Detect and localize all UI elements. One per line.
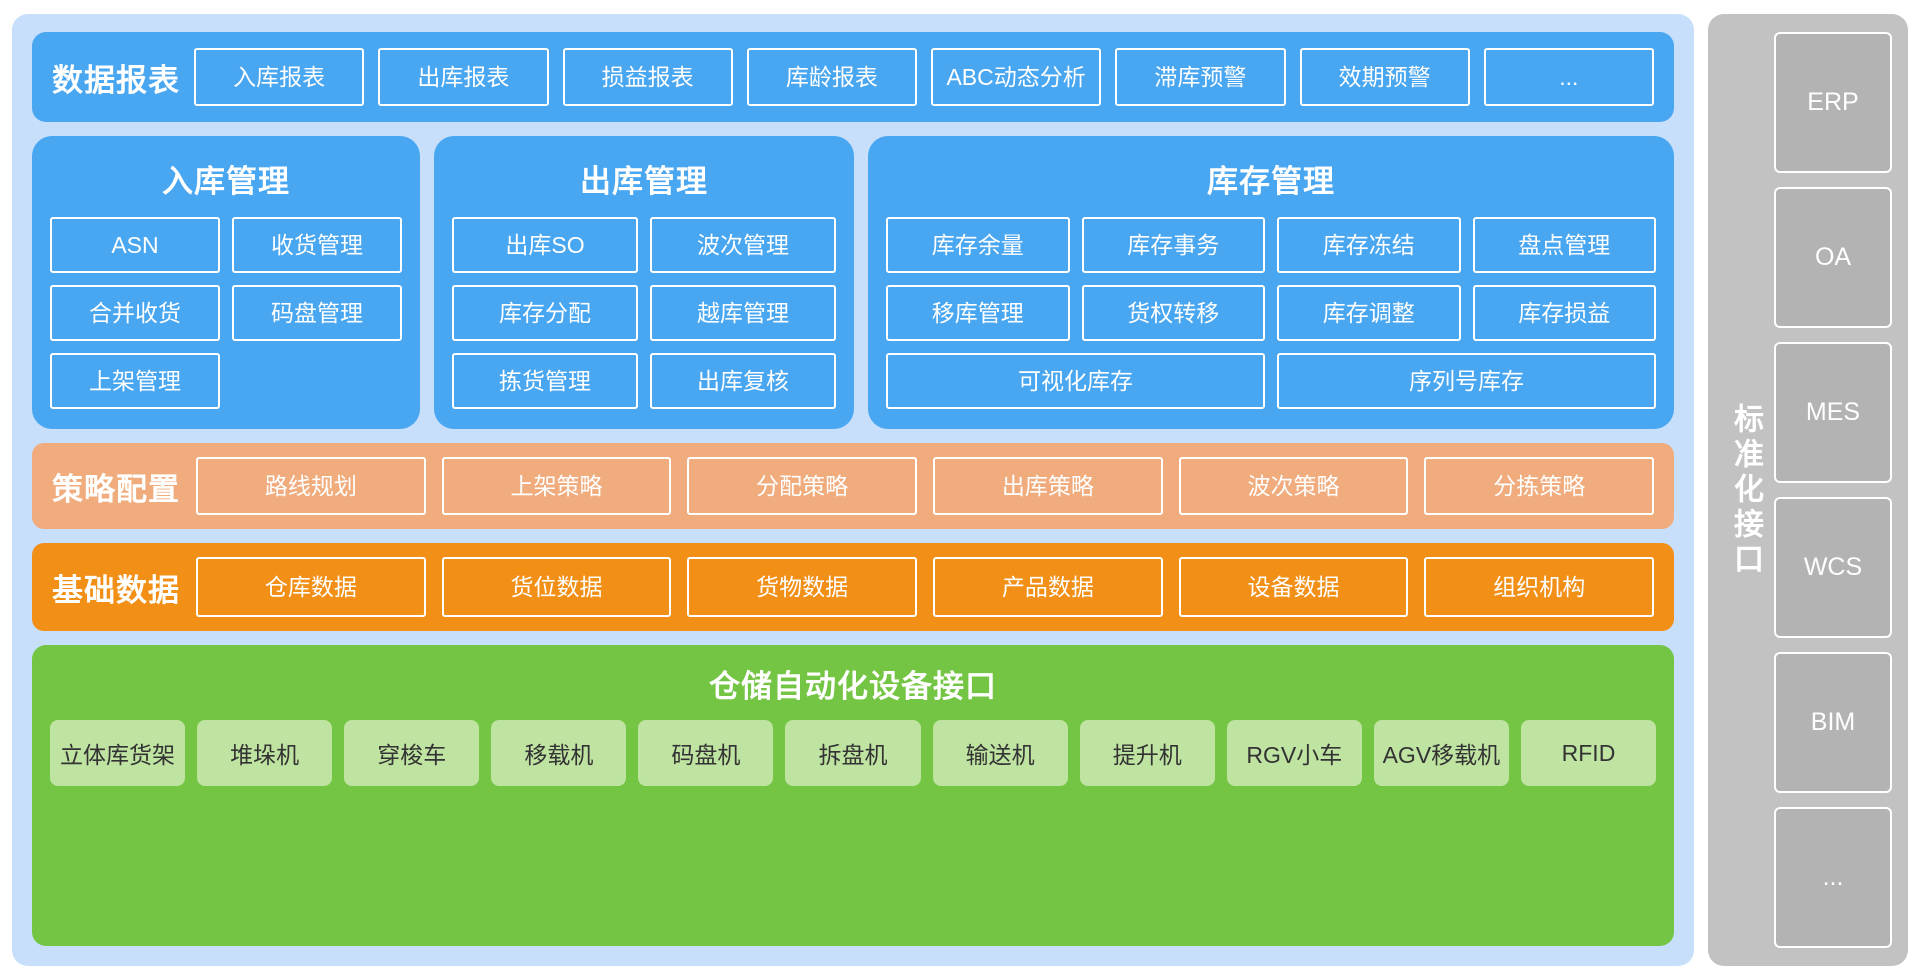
interface-chip-wcs[interactable]: WCS [1774, 497, 1892, 638]
stock-chip-transfer[interactable]: 移库管理 [886, 285, 1070, 341]
report-chip-stock-age[interactable]: 库龄报表 [746, 48, 917, 106]
data-reports-band: 数据报表 入库报表 出库报表 损益报表 库龄报表 ABC动态分析 滞库预警 效期… [32, 32, 1674, 122]
automation-chip-palletizer[interactable]: 码盘机 [638, 720, 774, 786]
strategy-chip-outbound[interactable]: 出库策略 [933, 457, 1163, 515]
stock-chip-freeze[interactable]: 库存冻结 [1277, 217, 1461, 273]
automation-chip-stacker-crane[interactable]: 堆垛机 [197, 720, 333, 786]
inbound-chip-placeholder [232, 353, 402, 409]
stock-chip-profit-loss[interactable]: 库存损益 [1472, 285, 1656, 341]
outbound-chip-crossdock[interactable]: 越库管理 [650, 285, 836, 341]
report-chip-slow-moving-alert[interactable]: 滞库预警 [1115, 48, 1286, 106]
stock-chip-counting[interactable]: 盘点管理 [1472, 217, 1656, 273]
report-chip-abc-analysis[interactable]: ABC动态分析 [931, 48, 1102, 106]
report-chip-inbound[interactable]: 入库报表 [194, 48, 365, 106]
standard-interface-label: 标准化接口 [1729, 402, 1762, 578]
automation-chip-asrs-rack[interactable]: 立体库货架 [50, 720, 186, 786]
basedata-chip-equipment[interactable]: 设备数据 [1178, 557, 1409, 617]
stock-chip-grid: 库存余量 库存事务 库存冻结 盘点管理 移库管理 货权转移 库存调整 库存损益 … [886, 217, 1656, 409]
report-chip-expiry-alert[interactable]: 效期预警 [1299, 48, 1470, 106]
outbound-chip-so[interactable]: 出库SO [452, 217, 638, 273]
inbound-chip-asn[interactable]: ASN [50, 217, 220, 273]
report-chip-outbound[interactable]: 出库报表 [378, 48, 549, 106]
strategy-config-title: 策略配置 [52, 471, 180, 507]
inbound-chip-merge-receiving[interactable]: 合并收货 [50, 285, 220, 341]
base-data-band: 基础数据 仓库数据 货位数据 货物数据 产品数据 设备数据 组织机构 [32, 543, 1674, 631]
inbound-chip-putaway[interactable]: 上架管理 [50, 353, 220, 409]
inbound-management-card: 入库管理 ASN 收货管理 合并收货 码盘管理 上架管理 [32, 136, 420, 429]
strategy-chip-wave[interactable]: 波次策略 [1178, 457, 1409, 515]
interface-chip-mes[interactable]: MES [1774, 342, 1892, 483]
strategy-chip-putaway[interactable]: 上架策略 [441, 457, 672, 515]
automation-interface-band: 仓储自动化设备接口 立体库货架 堆垛机 穿梭车 移载机 码盘机 拆盘机 输送机 … [32, 645, 1674, 946]
report-chip-profit-loss[interactable]: 损益报表 [562, 48, 733, 106]
inbound-management-title: 入库管理 [162, 164, 290, 199]
automation-chip-transfer-machine[interactable]: 移载机 [491, 720, 627, 786]
automation-chip-rgv[interactable]: RGV小车 [1226, 720, 1362, 786]
stock-management-title: 库存管理 [1207, 164, 1335, 199]
outbound-chip-picking[interactable]: 拣货管理 [452, 353, 638, 409]
automation-chip-lift[interactable]: 提升机 [1079, 720, 1215, 786]
automation-chip-row: 立体库货架 堆垛机 穿梭车 移载机 码盘机 拆盘机 输送机 提升机 RGV小车 … [50, 720, 1657, 786]
automation-chip-shuttle[interactable]: 穿梭车 [344, 720, 480, 786]
automation-chip-agv[interactable]: AGV移载机 [1373, 720, 1509, 786]
outbound-chip-allocation[interactable]: 库存分配 [452, 285, 638, 341]
standard-interface-panel: 标准化接口 ERP OA MES WCS BIM ... [1708, 14, 1908, 966]
stock-chip-visual-inventory[interactable]: 可视化库存 [886, 353, 1265, 409]
management-row: 入库管理 ASN 收货管理 合并收货 码盘管理 上架管理 出库管理 出库SO 波… [32, 136, 1674, 429]
automation-chip-rfid[interactable]: RFID [1520, 720, 1657, 786]
basedata-chip-product[interactable]: 产品数据 [933, 557, 1163, 617]
stock-chip-balance[interactable]: 库存余量 [886, 217, 1070, 273]
basedata-chip-location[interactable]: 货位数据 [441, 557, 672, 617]
automation-chip-depalletizer[interactable]: 拆盘机 [785, 720, 921, 786]
outbound-chip-grid: 出库SO 波次管理 库存分配 越库管理 拣货管理 出库复核 [452, 217, 836, 409]
interface-chip-oa[interactable]: OA [1774, 187, 1892, 328]
standard-interface-item-list: ERP OA MES WCS BIM ... [1774, 32, 1892, 948]
basedata-chip-organization[interactable]: 组织机构 [1424, 557, 1655, 617]
interface-chip-erp[interactable]: ERP [1774, 32, 1892, 173]
inbound-chip-receiving[interactable]: 收货管理 [232, 217, 402, 273]
strategy-chip-sorting[interactable]: 分拣策略 [1424, 457, 1655, 515]
report-chip-more[interactable]: ... [1483, 48, 1654, 106]
base-data-title: 基础数据 [52, 572, 180, 608]
stock-chip-serial-inventory[interactable]: 序列号库存 [1277, 353, 1656, 409]
outbound-management-title: 出库管理 [580, 164, 708, 199]
automation-chip-conveyor[interactable]: 输送机 [932, 720, 1068, 786]
inbound-chip-grid: ASN 收货管理 合并收货 码盘管理 上架管理 [50, 217, 402, 409]
interface-chip-bim[interactable]: BIM [1774, 652, 1892, 793]
stock-management-card: 库存管理 库存余量 库存事务 库存冻结 盘点管理 移库管理 货权转移 库存调整 … [868, 136, 1674, 429]
stock-chip-transaction[interactable]: 库存事务 [1081, 217, 1265, 273]
stock-chip-ownership-transfer[interactable]: 货权转移 [1081, 285, 1265, 341]
strategy-config-band: 策略配置 路线规划 上架策略 分配策略 出库策略 波次策略 分拣策略 [32, 443, 1674, 529]
main-panel: 数据报表 入库报表 出库报表 损益报表 库龄报表 ABC动态分析 滞库预警 效期… [12, 14, 1694, 966]
interface-chip-more[interactable]: ... [1774, 807, 1892, 948]
basedata-chip-warehouse[interactable]: 仓库数据 [196, 557, 426, 617]
data-reports-title: 数据报表 [52, 62, 180, 98]
strategy-chip-route-planning[interactable]: 路线规划 [196, 457, 426, 515]
outbound-chip-recheck[interactable]: 出库复核 [650, 353, 836, 409]
strategy-chip-allocation[interactable]: 分配策略 [687, 457, 918, 515]
automation-interface-title: 仓储自动化设备接口 [709, 669, 997, 704]
inbound-chip-palletizing[interactable]: 码盘管理 [232, 285, 402, 341]
outbound-chip-wave[interactable]: 波次管理 [650, 217, 836, 273]
outbound-management-card: 出库管理 出库SO 波次管理 库存分配 越库管理 拣货管理 出库复核 [434, 136, 854, 429]
basedata-chip-goods[interactable]: 货物数据 [687, 557, 918, 617]
stock-chip-adjustment[interactable]: 库存调整 [1277, 285, 1461, 341]
